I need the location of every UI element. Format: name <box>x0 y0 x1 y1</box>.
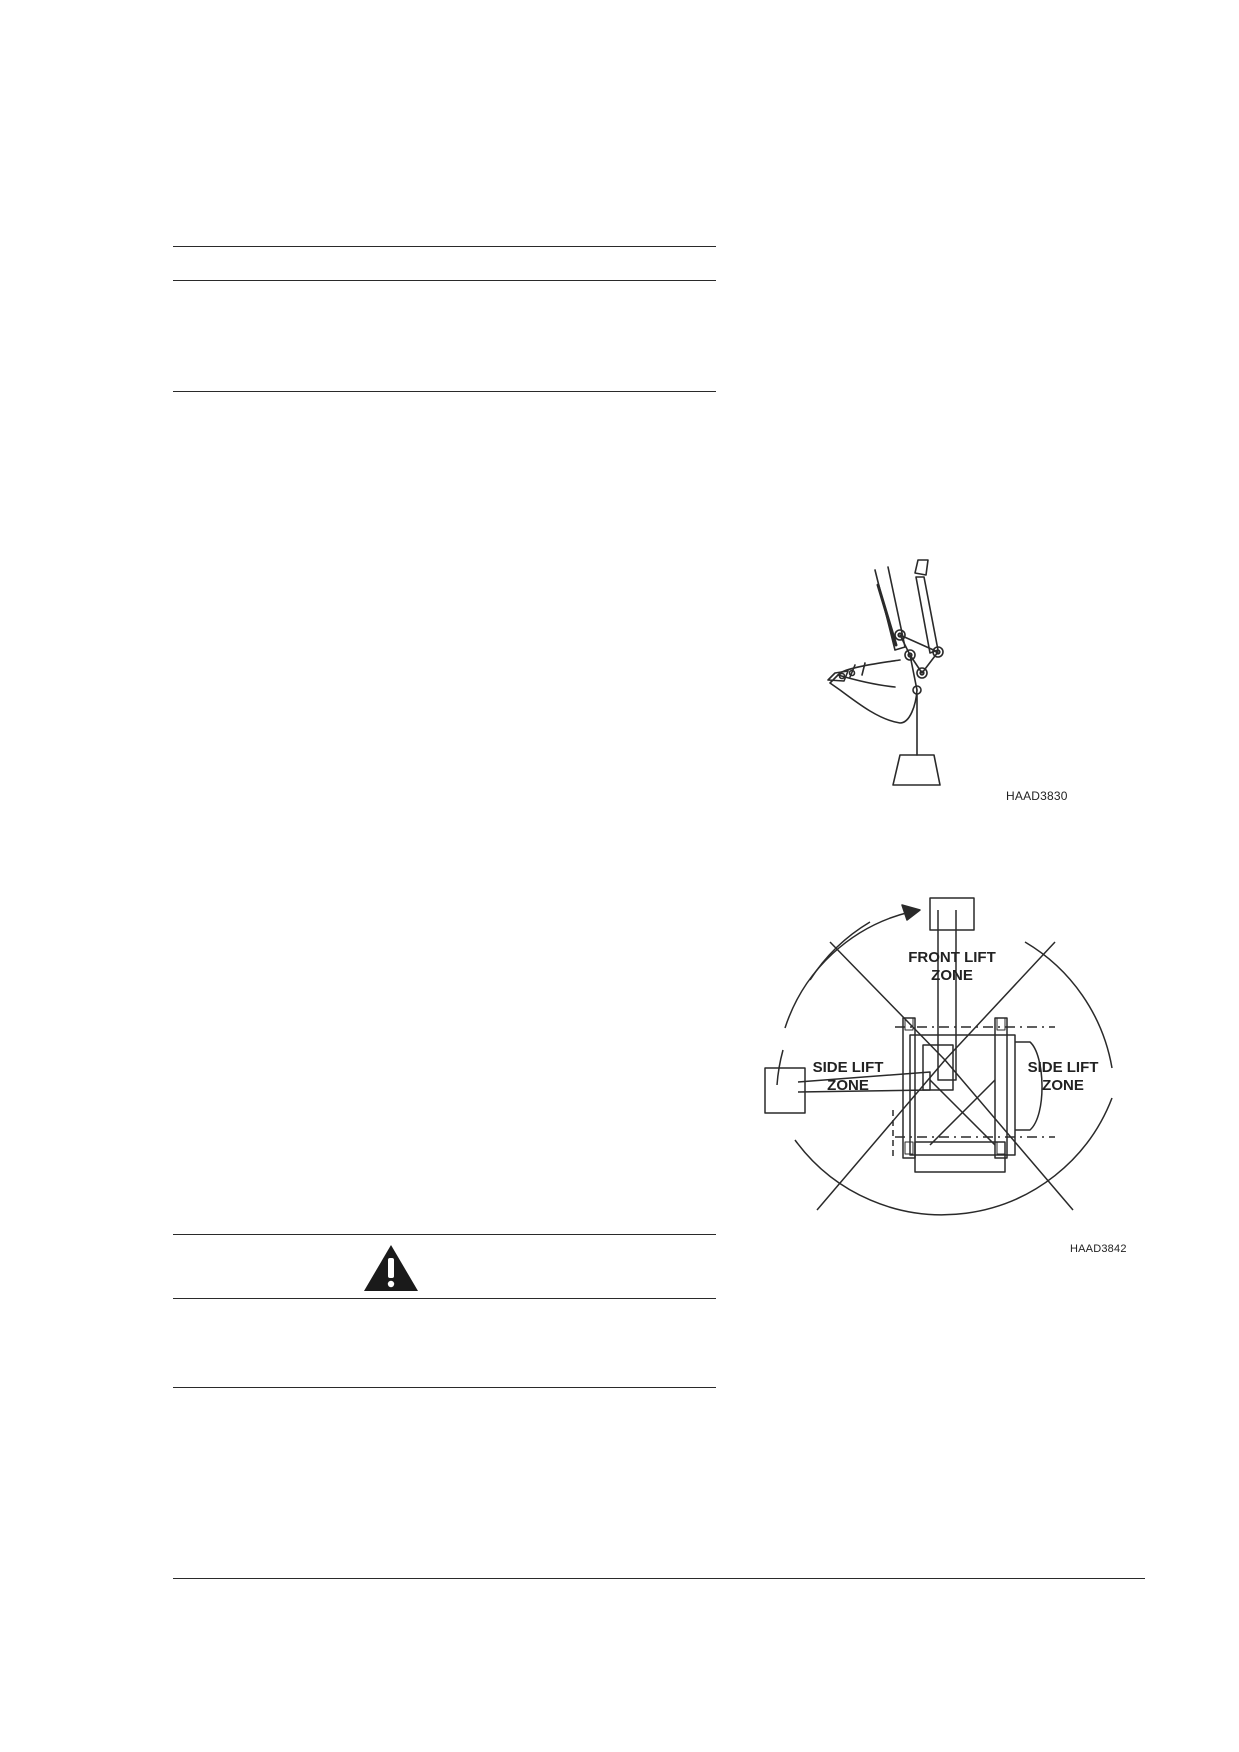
warning-bottom-rule <box>173 1387 716 1388</box>
front-zone-label-2: ZONE <box>931 967 973 984</box>
lift-zones-diagram: FRONT LIFT ZONE SIDE LIFT ZONE SIDE LIFT… <box>764 897 1113 1216</box>
side-left-zone-label-1: SIDE LIFT <box>813 1059 884 1076</box>
side-right-zone-label-2: ZONE <box>1042 1077 1084 1094</box>
note-header-rule <box>173 280 716 281</box>
bucket-lift-figure <box>800 555 1100 815</box>
warning-top-rule <box>173 1234 716 1235</box>
front-zone-label-1: FRONT LIFT <box>908 949 995 966</box>
lift-zones-figure-id: HAAD3842 <box>1070 1243 1127 1255</box>
bucket-lifting-load-icon <box>827 559 944 786</box>
side-left-zone-label-2: ZONE <box>827 1077 869 1094</box>
bucket-figure-id: HAAD3830 <box>1006 789 1068 803</box>
side-right-zone-label-1: SIDE LIFT <box>1028 1059 1099 1076</box>
note-top-rule <box>173 246 716 247</box>
warning-triangle-icon <box>362 1243 420 1298</box>
note-bottom-rule <box>173 391 716 392</box>
footer-rule <box>173 1578 1145 1579</box>
warning-header-rule <box>173 1298 716 1299</box>
lift-zones-figure: FRONT LIFT ZONE SIDE LIFT ZONE SIDE LIFT… <box>755 880 1135 1260</box>
